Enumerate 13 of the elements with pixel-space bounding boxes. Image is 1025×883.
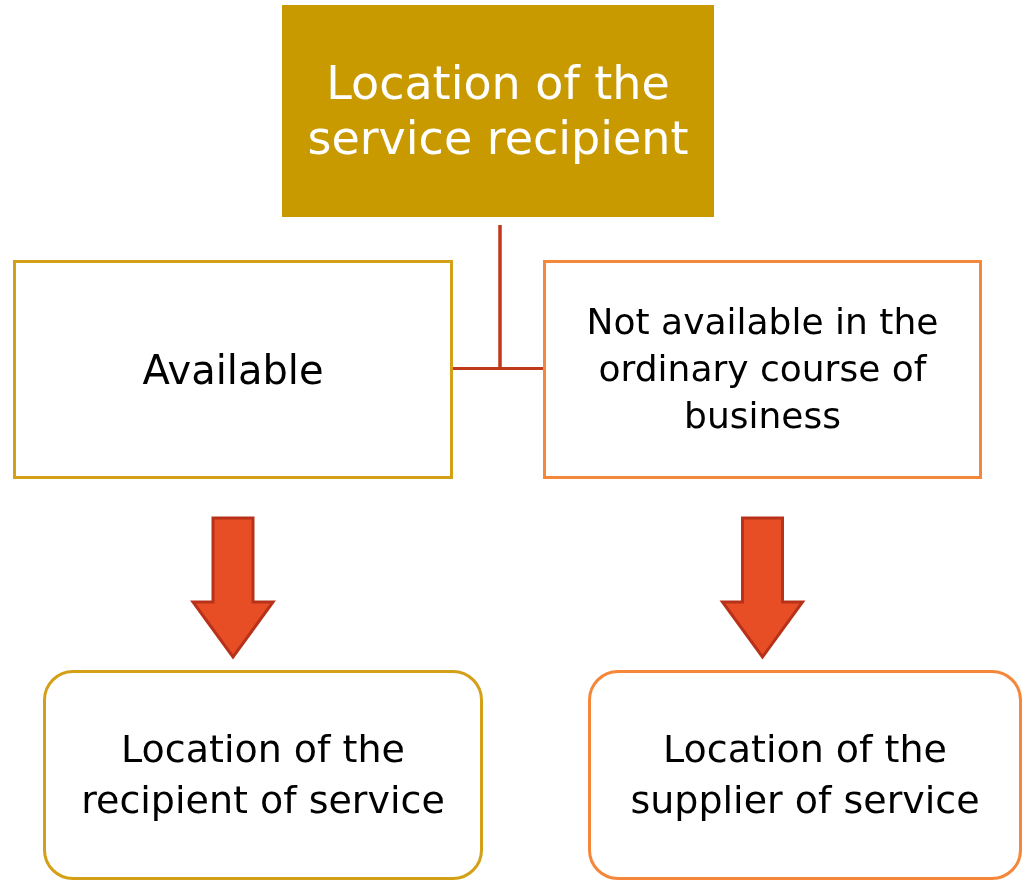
process-box [13,260,453,479]
node-label: Location of the service recipient [306,55,690,167]
node-label: Location of the supplier of service [629,725,981,824]
result-box [588,670,1022,880]
node-label: Not available in the ordinary course of business [585,300,940,438]
node-label: Available [142,345,324,395]
block-arrow [719,516,806,660]
title-box [282,5,714,217]
result-box [43,670,483,880]
node-label: Location of the recipient of service [80,725,446,824]
connector-line [498,225,543,370]
process-box [543,260,982,479]
block-arrow [190,516,276,660]
